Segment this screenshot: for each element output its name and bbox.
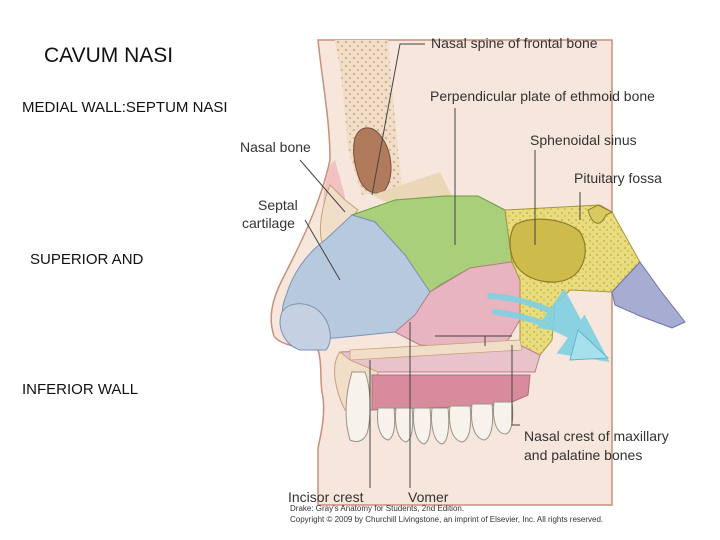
leader-nasal-bone <box>299 159 346 213</box>
slide-title: CAVUM NASI <box>44 44 174 67</box>
pituitary-fossa-shape <box>587 204 614 224</box>
medial-wall-text: MEDIAL WALL:SEPTUM NASI <box>22 99 228 116</box>
upper-gum <box>371 374 531 411</box>
basiocciput <box>611 261 686 329</box>
nasal-ala <box>279 303 331 351</box>
leader-septal-cartilage <box>304 219 341 281</box>
palate-bone-strip <box>349 339 523 361</box>
inferior-wall-text: INFERIOR WALL <box>22 381 139 398</box>
label-septal-line2: cartilage <box>242 215 295 231</box>
credit-line2: Copyright © 2009 by Churchill Livingston… <box>290 515 603 524</box>
label-sphenoidal-sinus: Sphenoidal sinus <box>530 132 637 148</box>
upper-teeth <box>377 401 514 445</box>
label-nasal-crest-line1: Nasal crest of maxillary <box>524 428 669 444</box>
leader-nasal-crest <box>511 345 520 426</box>
credit-line1: Drake: Gray's Anatomy for Students, 2nd … <box>290 504 464 513</box>
leader-nasal-spine <box>371 43 425 196</box>
incisor-tooth <box>345 371 371 443</box>
label-pituitary-fossa: Pituitary fossa <box>574 170 662 186</box>
label-vomer: Vomer <box>408 489 449 505</box>
label-incisor-crest: Incisor crest <box>288 489 364 505</box>
nasal-crest-bracket <box>435 335 512 346</box>
airflow-arrowhead <box>569 329 610 361</box>
label-perpendicular-plate: Perpendicular plate of ethmoid bone <box>430 88 655 104</box>
label-nasal-crest-line2: and palatine bones <box>524 447 642 463</box>
label-septal-line1: Septal <box>258 197 298 213</box>
superior-and-text: SUPERIOR AND <box>30 251 144 268</box>
label-nasal-bone: Nasal bone <box>240 139 311 155</box>
sphenoidal-sinus-shape <box>509 218 586 283</box>
label-nasal-spine: Nasal spine of frontal bone <box>431 35 598 51</box>
